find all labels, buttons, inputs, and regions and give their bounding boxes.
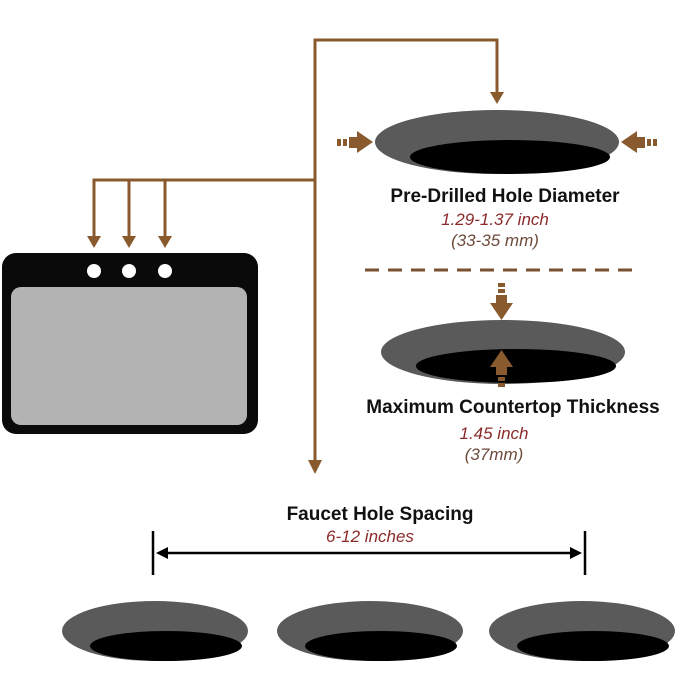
hole-icon — [62, 601, 248, 661]
arrow-icon — [490, 350, 513, 387]
hole-icon — [381, 320, 625, 384]
arrow-icon — [490, 92, 504, 104]
thickness-value-mm: (37mm) — [465, 445, 524, 464]
hole-icon — [277, 601, 463, 661]
arrow-icon — [308, 460, 322, 474]
sink-basin — [11, 287, 247, 425]
spacing-title: Faucet Hole Spacing — [287, 504, 474, 525]
arrow-icon — [570, 547, 582, 559]
diameter-hole — [337, 110, 657, 174]
arrow-icon — [337, 131, 373, 153]
arrow-icon — [87, 236, 101, 248]
arrow-icon — [122, 236, 136, 248]
connector-lines — [92, 38, 499, 462]
spacing-holes — [62, 601, 675, 661]
connector-arrowheads — [87, 92, 504, 474]
arrow-icon — [158, 236, 172, 248]
thickness-value-inch: 1.45 inch — [460, 424, 529, 443]
sink-faucet-hole — [87, 264, 101, 278]
sink-faucet-hole — [158, 264, 172, 278]
diameter-title: Pre-Drilled Hole Diameter — [390, 186, 620, 207]
arrow-icon — [490, 283, 513, 320]
thickness-hole — [381, 283, 625, 387]
arrow-icon — [621, 131, 657, 153]
sink-icon — [2, 253, 258, 434]
diameter-value-mm: (33-35 mm) — [451, 231, 539, 250]
spacing-value: 6-12 inches — [326, 527, 414, 546]
sink-faucet-hole — [122, 264, 136, 278]
thickness-title: Maximum Countertop Thickness — [366, 397, 660, 418]
hole-icon — [489, 601, 675, 661]
connector-to-diameter — [313, 38, 499, 182]
diameter-value-inch: 1.29-1.37 inch — [441, 210, 549, 229]
arrow-icon — [156, 547, 168, 559]
hole-icon — [375, 110, 619, 174]
spacing-dimension-line — [151, 531, 587, 575]
